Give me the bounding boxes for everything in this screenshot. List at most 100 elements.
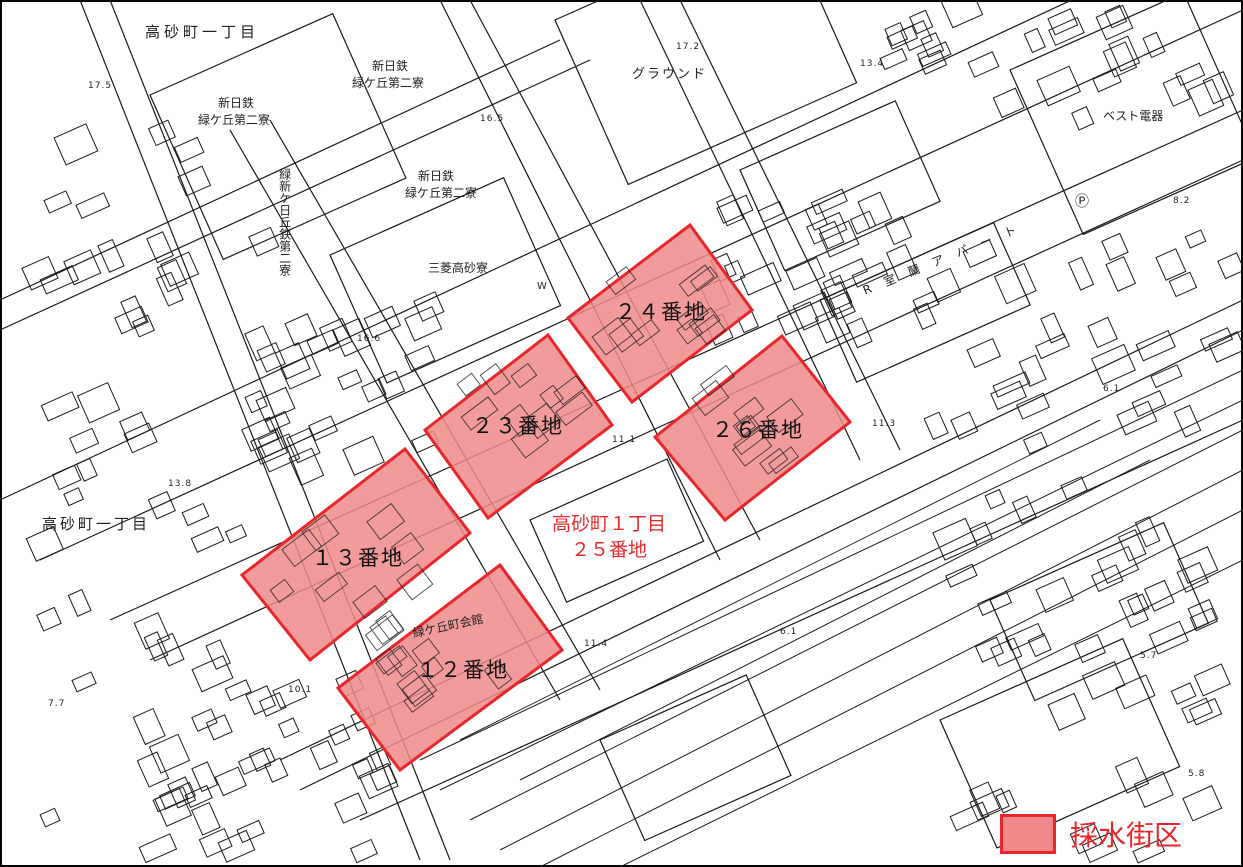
building-footprint	[920, 32, 945, 58]
building-footprint	[1095, 4, 1134, 41]
w-icon: W	[537, 281, 547, 292]
building-footprint	[257, 431, 284, 458]
building-footprint	[67, 588, 92, 617]
building-footprint	[995, 789, 1018, 814]
building-footprint	[25, 526, 65, 562]
building-footprint	[1048, 16, 1085, 47]
building-footprint	[284, 313, 318, 347]
building-footprint	[241, 416, 280, 452]
building-footprint	[281, 528, 323, 568]
building-footprint	[396, 563, 434, 601]
building-footprint	[990, 380, 1027, 411]
building-footprint	[818, 220, 845, 250]
building-footprint	[76, 381, 121, 424]
building-footprint	[1027, 632, 1052, 658]
building-footprint	[351, 757, 374, 780]
building-footprint	[375, 609, 405, 641]
building-footprint	[1047, 692, 1086, 731]
label-takasago-top: 高砂町一丁目	[145, 23, 260, 41]
elev-13-8: 13.8	[168, 479, 193, 489]
building-footprint	[366, 502, 406, 541]
building-footprint	[1177, 546, 1219, 584]
building-footprint	[1181, 697, 1213, 724]
building-footprint	[1071, 106, 1095, 131]
building-footprint	[678, 264, 715, 297]
building-footprint	[131, 314, 156, 338]
building-footprint	[857, 191, 893, 229]
building-footprint	[1127, 593, 1150, 616]
building-footprint	[245, 685, 277, 716]
building-footprint	[97, 238, 125, 273]
building-footprint	[413, 291, 445, 322]
building-footprint	[63, 487, 85, 507]
building-footprint	[733, 396, 765, 426]
building-footprint	[483, 659, 513, 690]
building-footprint	[154, 787, 192, 827]
block-26-area[interactable]	[652, 333, 853, 523]
building-footprint	[198, 827, 233, 858]
building-footprint	[120, 295, 148, 329]
building-footprint	[479, 363, 511, 396]
building-footprint	[224, 679, 252, 702]
block-23-area[interactable]	[422, 332, 615, 521]
block-24-area[interactable]	[565, 222, 755, 405]
label-takasago-left: 高砂町一丁目	[42, 515, 151, 533]
building-footprint	[148, 733, 191, 774]
building-footprint	[1176, 561, 1209, 593]
building-footprint	[390, 532, 425, 565]
building-footprint	[768, 446, 799, 475]
building-footprint	[1187, 598, 1219, 629]
label-midorigaoka-2: 緑ケ丘第二寮	[198, 113, 271, 127]
building-footprint	[688, 307, 721, 338]
building-footprint	[732, 414, 757, 438]
building-footprint	[272, 678, 308, 709]
building-footprint	[114, 305, 149, 335]
building-footprint	[1087, 316, 1118, 349]
building-footprint	[992, 87, 1025, 119]
elev-6-1-a: 6.1	[1103, 384, 1121, 394]
elev-8-2: 8.2	[1173, 196, 1191, 206]
building-footprint	[1035, 576, 1075, 614]
building-footprint	[53, 123, 99, 166]
block-13-area[interactable]	[239, 446, 473, 663]
label-shinnittetsu-2: 新日鉄	[218, 96, 255, 110]
building-footprint	[689, 266, 719, 292]
label-vertical-dorm: 緑新ケ日丘鉄第二寮	[277, 168, 292, 276]
building-footprint	[1168, 271, 1198, 298]
building-footprint	[1091, 564, 1124, 593]
building-footprint	[1023, 27, 1046, 54]
building-footprint	[375, 645, 408, 675]
building-footprint	[160, 251, 200, 288]
building-footprint	[158, 781, 196, 810]
building-footprint	[375, 648, 403, 677]
building-footprint	[143, 631, 169, 662]
building-footprint	[1114, 756, 1150, 794]
building-footprint	[962, 239, 998, 269]
building-footprint	[1015, 392, 1051, 420]
label-best-denki: ベスト電器	[1103, 109, 1164, 123]
building-footprint	[288, 447, 325, 486]
building-footprint	[949, 801, 990, 832]
building-footprint	[1036, 65, 1081, 107]
building-footprint	[1143, 579, 1175, 612]
building-footprint	[539, 384, 564, 410]
block-interior-linework	[269, 264, 804, 713]
building-footprint	[1148, 620, 1189, 655]
building-footprint	[810, 188, 848, 216]
building-footprint	[899, 20, 933, 52]
legend-label: 採水街区	[1070, 819, 1183, 852]
block-12-area[interactable]	[335, 562, 565, 773]
building-footprint	[76, 457, 98, 482]
building-footprint	[1193, 663, 1231, 697]
building-footprint	[553, 375, 586, 406]
building-footprint	[123, 422, 158, 454]
building-footprint	[966, 337, 1002, 369]
building-footprint	[258, 691, 287, 717]
building-footprint	[318, 317, 353, 352]
building-footprint	[248, 226, 280, 257]
building-footprint	[735, 414, 761, 439]
building-footprint	[699, 364, 736, 397]
building-footprint	[1188, 697, 1223, 726]
building-footprint	[1096, 545, 1140, 584]
